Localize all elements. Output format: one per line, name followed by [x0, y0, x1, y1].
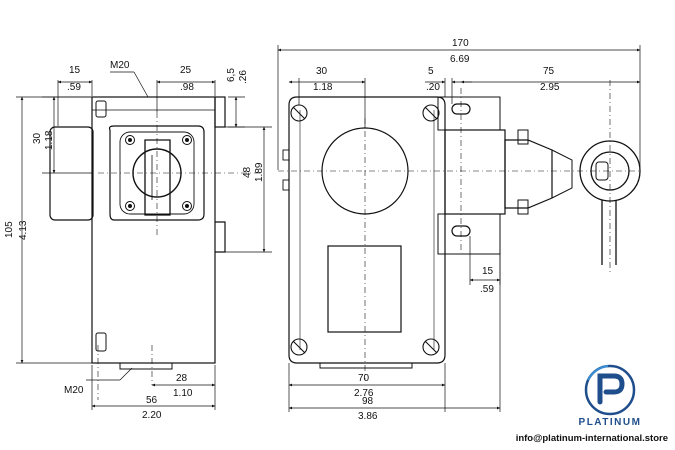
side-flange-top	[214, 96, 226, 128]
thread-label-top: M20	[110, 60, 130, 71]
dim-75-mm: 75	[543, 66, 555, 77]
front-housing	[288, 96, 446, 364]
dim-25-mm: 25	[180, 65, 192, 76]
dim-98-mm: 98	[362, 396, 374, 407]
side-head-plate	[108, 125, 205, 221]
dim-30-front-in: 1.18	[313, 82, 333, 93]
logo-p-icon	[597, 373, 625, 405]
dim-5-in: .20	[426, 82, 440, 93]
dim-170-in: 6.69	[450, 54, 470, 65]
brand-name: PLATINUM	[579, 417, 642, 428]
dim-25-in: .98	[180, 82, 194, 93]
front-label-plate	[327, 245, 402, 333]
dim-48-in: 1.89	[254, 162, 265, 182]
dim-105-in: 4.13	[18, 220, 29, 240]
dim-28-mm: 28	[176, 373, 188, 384]
side-view	[49, 96, 226, 370]
dim-5-mm: 5	[428, 66, 434, 77]
dim-15-front-in: .59	[480, 284, 494, 295]
dim-6-5-mm: 6,5	[226, 68, 237, 82]
logo-swoosh-icon	[587, 365, 609, 381]
dim-15-front-mm: 15	[482, 266, 494, 277]
front-centerlines	[278, 80, 640, 380]
dim-30-front-mm: 30	[316, 66, 328, 77]
dim-56-mm: 56	[146, 395, 158, 406]
platinum-logo: PLATINUM	[579, 364, 642, 428]
front-tensioner-cone	[504, 139, 553, 209]
thread-label-bottom: M20	[64, 385, 84, 396]
side-cable-boss	[49, 126, 94, 221]
dim-75-in: 2.95	[540, 82, 560, 93]
dim-48-mm: 48	[242, 166, 253, 178]
dim-56-in: 2.20	[142, 410, 162, 421]
front-mounting-block	[444, 129, 506, 215]
dim-105-mm: 105	[4, 221, 15, 238]
dim-30-mm: 30	[32, 132, 43, 144]
side-bracket	[215, 221, 226, 253]
side-centerlines	[97, 112, 260, 400]
side-dimension-lines	[16, 71, 272, 410]
front-dimension-lines	[277, 45, 641, 412]
dim-70-in: 2.76	[354, 388, 374, 399]
dim-170-mm: 170	[452, 38, 469, 49]
dim-15-mm: 15	[69, 65, 81, 76]
front-view	[282, 96, 641, 369]
dim-70-mm: 70	[358, 373, 370, 384]
dim-6-5-in: .26	[238, 70, 249, 84]
dim-28-in: 1.10	[173, 388, 193, 399]
dim-15-in: .59	[67, 82, 81, 93]
logo-ring-icon	[584, 364, 636, 416]
dim-30-in: 1.18	[44, 130, 55, 150]
dim-98-in: 3.86	[358, 411, 378, 422]
brand-email-link[interactable]: info@platinum-international.store	[516, 433, 668, 444]
